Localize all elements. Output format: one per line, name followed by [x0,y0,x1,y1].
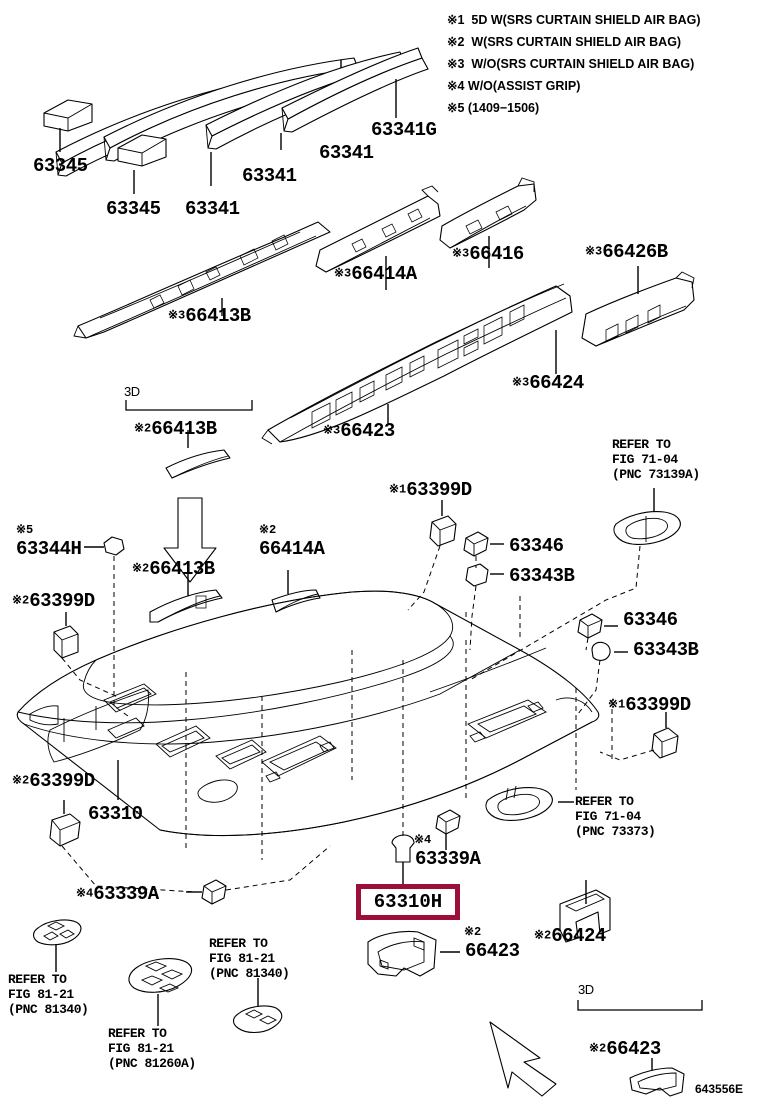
part-label-63341-b: 63341 [242,165,297,187]
part-label-63399d-b: ※163399D [389,479,472,501]
diagram-id: 643556E [695,1082,744,1096]
part-label-66416: ※366416 [452,243,524,265]
part-label-63399d-d: ※263399D [12,770,95,792]
part-label-66423-a: ※366423 [323,420,395,442]
legend-note-2: ※2 W(SRS CURTAIN SHIELD AIR BAG) [447,35,682,49]
refer-to-fig-71-04-73139a: REFER TO FIG 71-04 (PNC 73139A) [612,437,700,482]
part-label-63399d-a: ※263399D [12,590,95,612]
part-label-66414a-a: ※366414A [334,263,417,285]
part-label-63399d-c: ※163399D [608,694,691,716]
part-label-63339a-a: ※463339A [76,883,159,905]
part-label-63343b-b: 63343B [633,639,699,661]
refer-to-fig-71-04-73373: REFER TO FIG 71-04 (PNC 73373) [575,794,656,839]
highlighted-part-63310h[interactable]: 63310H [356,884,460,920]
part-label-66424-b: ※266424 [534,925,606,947]
part-label-63310: 63310 [88,803,143,825]
part-label-63343b-a: 63343B [509,565,575,587]
legend-note-4: ※4 W/O(ASSIST GRIP) [447,79,581,93]
highlighted-part-label: 63310H [373,891,443,913]
part-label-63341g: 63341G [371,119,437,141]
refer-to-fig-81-21-81260a: REFER TO FIG 81-21 (PNC 81260A) [108,1026,196,1071]
part-label-63346-b: 63346 [623,609,678,631]
legend-note-5: ※5 (1409−1506) [447,101,540,115]
part-label-63345-a: 63345 [33,155,88,177]
part-label-66413b-a: ※366413B [168,305,251,327]
part-label-66413b-c: ※266413B [132,558,215,580]
part-label-66423-c: ※266423 [589,1038,661,1060]
part-label-63341-a: 63341 [185,198,240,220]
part-label-63346-a: 63346 [509,535,564,557]
part-label-63345-b: 63345 [106,198,161,220]
bracket-label-3d-right: 3D [578,982,594,997]
part-label-63341-c: 63341 [319,142,374,164]
refer-to-fig-81-21-81340-b: REFER TO FIG 81-21 (PNC 81340) [209,936,290,981]
legend-note-1: ※1 5D W(SRS CURTAIN SHIELD AIR BAG) [447,13,701,27]
part-label-66426b: ※366426B [585,241,668,263]
refer-to-fig-81-21-81340-a: REFER TO FIG 81-21 (PNC 81340) [8,972,89,1017]
part-label-66424-a: ※366424 [512,372,584,394]
legend-note-3: ※3 W/O(SRS CURTAIN SHIELD AIR BAG) [447,57,695,71]
bracket-label-3d-left: 3D [124,384,140,399]
part-label-66413b-b: ※266413B [134,418,217,440]
